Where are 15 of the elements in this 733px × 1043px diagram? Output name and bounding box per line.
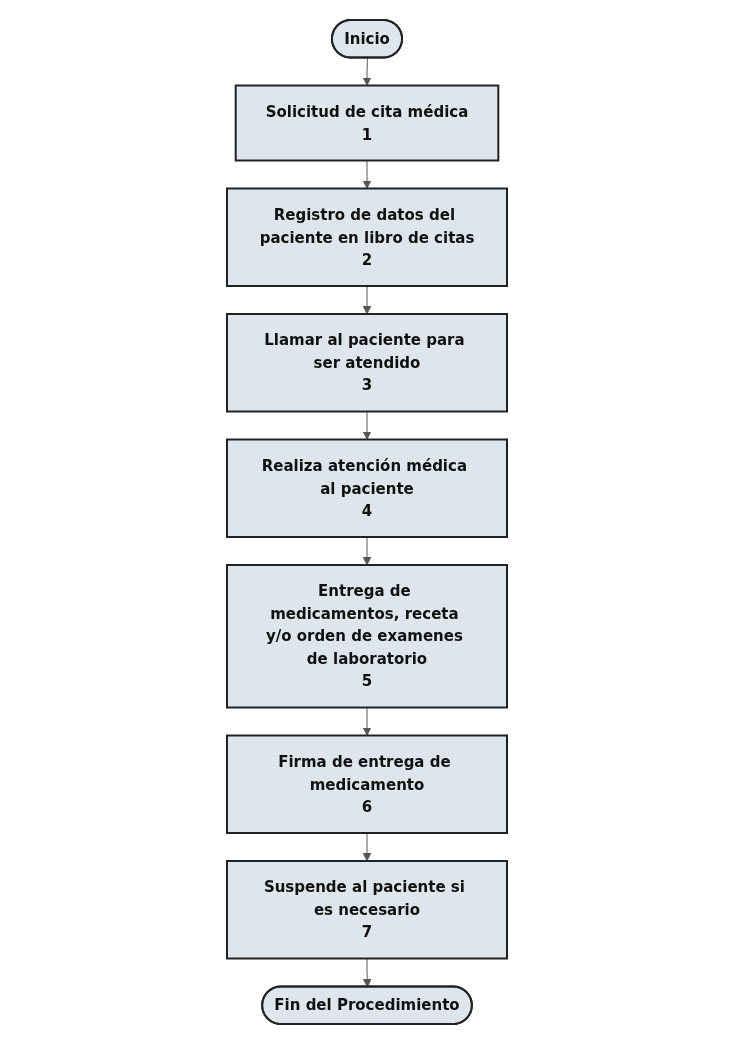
node-box: Registro de datos del paciente en libro de citas 2 (225, 187, 508, 287)
arrow (362, 57, 371, 86)
node-box: Solicitud de cita médica 1 (234, 84, 499, 161)
node-box: Entrega de medicamentos, receta y/o orden de examenes de laboratorio 5 (225, 563, 508, 708)
node-box: Llamar al paciente para ser atendido 3 (225, 312, 508, 412)
arrow (362, 285, 371, 314)
arrow (362, 957, 372, 987)
arrow (362, 706, 371, 736)
node-box: Firma de entrega de medicamento 6 (225, 734, 508, 834)
node-box: Suspende al paciente si es necesario 7 (225, 859, 508, 959)
arrow (362, 536, 371, 565)
arrow (362, 159, 371, 189)
arrow (362, 410, 371, 440)
arrow (362, 832, 371, 861)
node-box: Realiza atención médica al paciente 4 (225, 438, 508, 538)
